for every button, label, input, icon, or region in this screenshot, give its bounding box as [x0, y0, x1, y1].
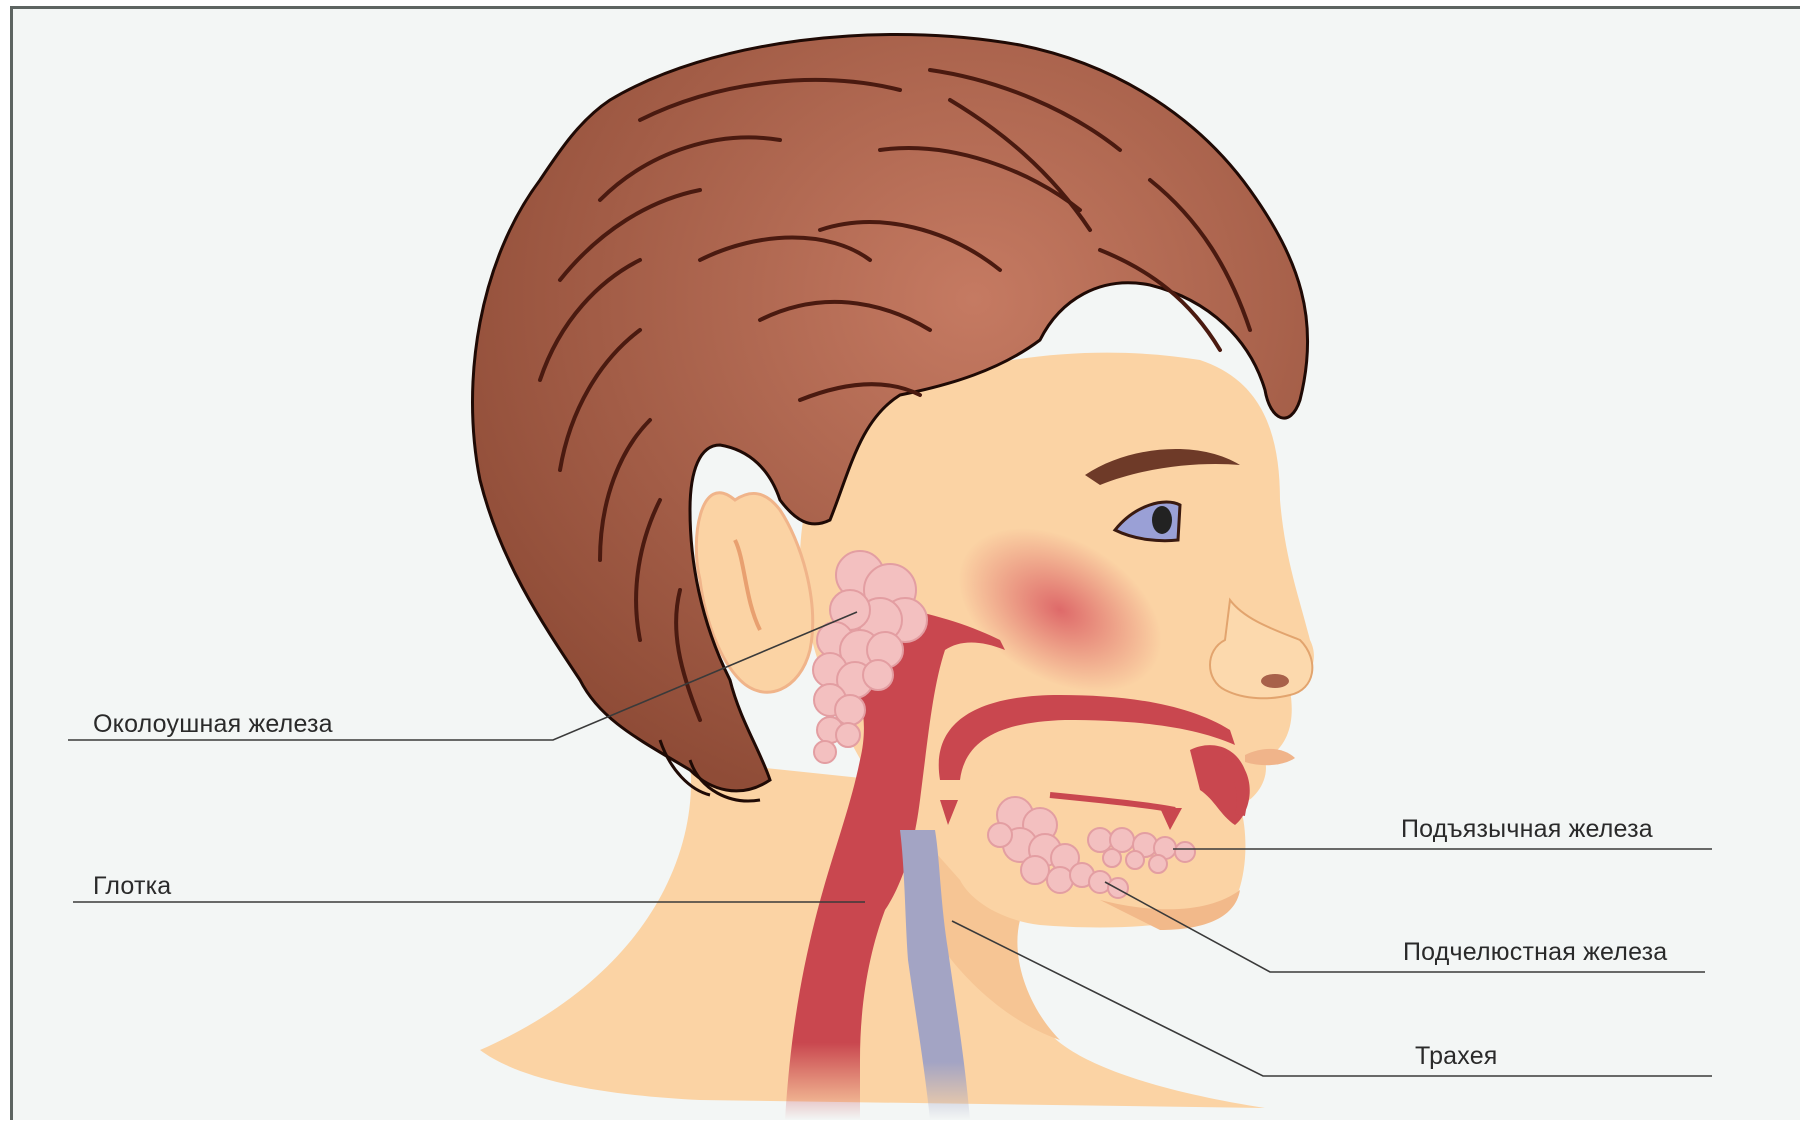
label-sublingual: Подъязычная железа: [1401, 815, 1653, 844]
label-parotid: Околоушная железа: [93, 710, 333, 739]
label-pharynx: Глотка: [93, 872, 171, 901]
label-submandibular: Подчелюстная железа: [1403, 938, 1667, 967]
label-trachea: Трахея: [1415, 1042, 1498, 1071]
